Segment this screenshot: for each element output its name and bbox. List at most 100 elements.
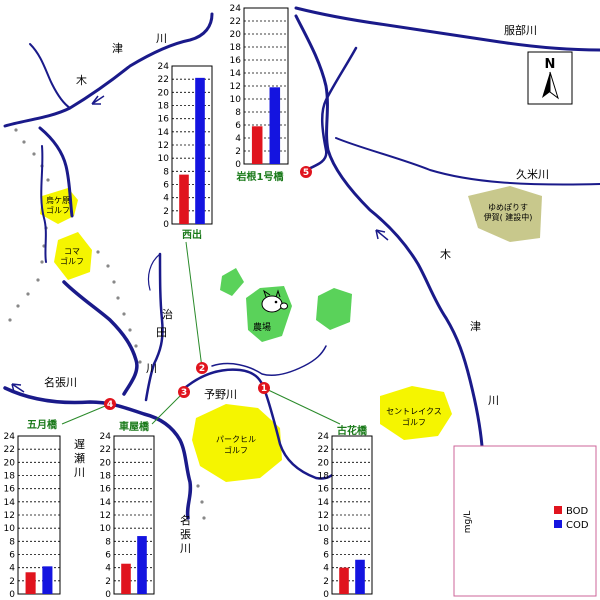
- bod-bar: [179, 174, 189, 224]
- tick-label: 14: [318, 498, 330, 508]
- tick-label: 2: [235, 147, 241, 157]
- tick-label: 6: [163, 181, 169, 191]
- place-labels: 烏ケ原 ゴルフ コマ ゴルフ 農場 ゆめぽりす 伊賀( 建設中) セントレイクス…: [46, 195, 532, 455]
- green-area-2: [316, 288, 352, 330]
- flow-arrow-right: [375, 229, 389, 241]
- farm-label: 農場: [253, 321, 271, 333]
- tick-label: 4: [9, 564, 15, 574]
- river-label-chose-1: 遅: [74, 438, 85, 451]
- station-label-kurumaya: 車屋橋: [119, 420, 150, 433]
- tick-label: 20: [158, 88, 170, 98]
- river-label-tsu-top: 津: [112, 42, 123, 55]
- tick-label: 8: [9, 537, 15, 547]
- saintlakes-label-2: ゴルフ: [402, 417, 426, 427]
- tick-label: 12: [4, 511, 15, 521]
- bod-bar: [121, 563, 131, 594]
- legend-cod-swatch: [554, 520, 562, 528]
- station-marker-3[interactable]: 3: [178, 386, 190, 398]
- iwane-tributary: [304, 46, 358, 172]
- cod-bar: [42, 566, 53, 594]
- legend-unit-label: mg/L: [463, 511, 473, 534]
- cod-bar: [195, 77, 205, 224]
- svg-text:4: 4: [107, 400, 113, 410]
- tick-label: 10: [4, 524, 16, 534]
- yumepolis-label-1: ゆめぽりす: [488, 203, 528, 212]
- tick-label: 20: [100, 458, 112, 468]
- tick-label: 8: [163, 167, 169, 177]
- tick-label: 22: [158, 75, 169, 85]
- river-label-kume: 久米川: [516, 168, 549, 181]
- tick-label: 0: [235, 160, 241, 170]
- nabari-upper-branch: [62, 280, 139, 396]
- tick-label: 20: [230, 30, 242, 40]
- tick-label: 22: [230, 17, 241, 27]
- tick-label: 12: [100, 511, 111, 521]
- station-markers: 1 2 3 4 5: [104, 166, 312, 410]
- yumepolis-area: [468, 186, 542, 242]
- bod-bar: [339, 567, 349, 594]
- tick-label: 14: [100, 498, 112, 508]
- koma-label-1: コマ: [64, 247, 80, 256]
- parkhill-label-1: パークヒル: [216, 435, 256, 444]
- tick-label: 12: [230, 82, 241, 92]
- green-area-1: [220, 268, 244, 296]
- parkhill-golf-area: [192, 404, 282, 482]
- tick-label: 18: [100, 472, 112, 482]
- river-label-haruta-1: 治: [162, 307, 173, 321]
- north-arrow-icon: N: [527, 51, 573, 105]
- river-label-chose-3: 川: [74, 466, 85, 479]
- legend-bod-label: BOD: [566, 506, 589, 517]
- svg-text:3: 3: [181, 388, 187, 398]
- tick-label: 24: [230, 4, 242, 14]
- bod-bar: [25, 572, 36, 594]
- karasugahara-label-2: ゴルフ: [46, 205, 70, 215]
- flow-arrow-left: [11, 383, 25, 393]
- bod-bar: [251, 126, 263, 164]
- kizu-river-upper: [3, 12, 214, 128]
- parkhill-label-2: ゴルフ: [224, 445, 248, 455]
- tick-label: 6: [235, 121, 241, 131]
- tick-label: 10: [318, 524, 330, 534]
- tick-label: 10: [100, 524, 112, 534]
- river-label-nabari-2: 張: [180, 528, 191, 541]
- tick-label: 4: [105, 564, 111, 574]
- tick-label: 18: [230, 43, 242, 53]
- legend-bod-swatch: [554, 506, 562, 514]
- svg-text:2: 2: [199, 364, 205, 374]
- yono-river: [178, 368, 340, 480]
- station-marker-5[interactable]: 5: [300, 166, 312, 178]
- tributary-branch-left: [40, 145, 47, 263]
- cod-bar: [137, 536, 147, 594]
- tick-label: 16: [230, 56, 242, 66]
- tick-label: 22: [4, 445, 15, 455]
- rivers: [3, 6, 600, 520]
- tick-label: 22: [100, 445, 111, 455]
- haruta-river: [144, 252, 164, 402]
- tick-label: 16: [158, 115, 170, 125]
- station-marker-4[interactable]: 4: [104, 398, 116, 410]
- tick-label: 4: [235, 134, 241, 144]
- station-marker-2[interactable]: 2: [196, 362, 208, 374]
- area-shapes: [40, 186, 542, 482]
- tick-label: 14: [230, 69, 242, 79]
- karasugahara-label-1: 烏ケ原: [46, 195, 70, 205]
- station-label-furuhana: 古花橋: [337, 424, 368, 437]
- tick-label: 16: [4, 485, 16, 495]
- koma-golf-area: [54, 232, 92, 280]
- legend-panel: mg/L BOD COD: [453, 445, 597, 597]
- tick-label: 16: [318, 485, 330, 495]
- tick-label: 2: [9, 577, 15, 587]
- tick-label: 4: [323, 564, 329, 574]
- river-label-ki-right: 木: [440, 248, 451, 261]
- tick-label: 20: [318, 458, 330, 468]
- saintlakes-label-1: セントレイクス: [386, 407, 442, 416]
- nabari-river-main: [3, 386, 193, 520]
- tick-label: 18: [158, 102, 170, 112]
- tick-label: 0: [163, 220, 169, 230]
- kizu-river-left: [38, 126, 74, 218]
- station-marker-1[interactable]: 1: [258, 382, 270, 394]
- karasugahara-golf-area: [40, 188, 78, 224]
